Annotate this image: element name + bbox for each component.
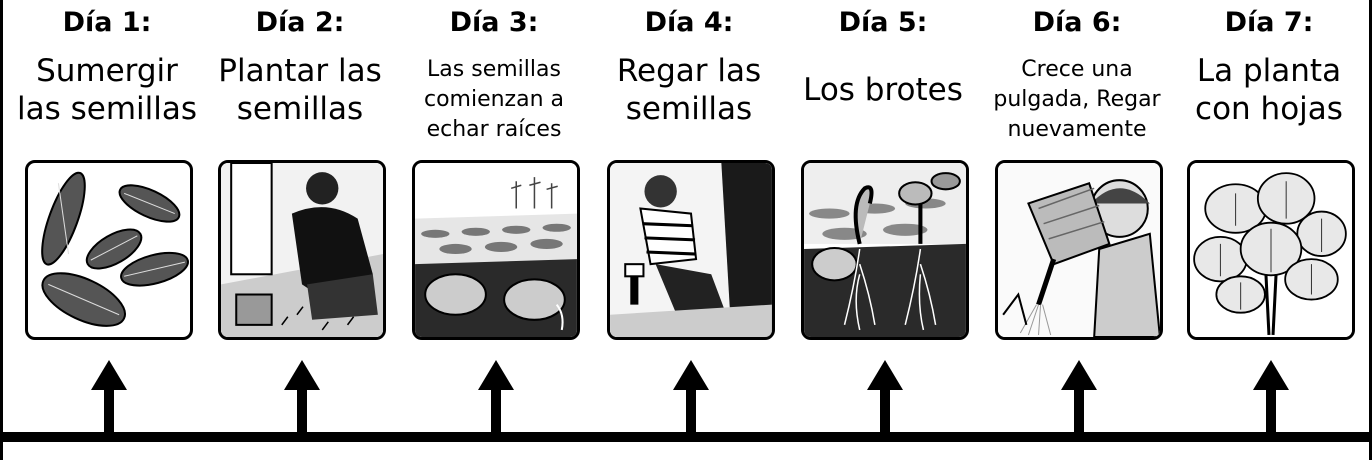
step-label: Sumergir las semillas [16,53,198,127]
up-arrow-icon [284,360,320,438]
up-arrow-icon [1253,360,1289,438]
step-label: Crece una pulgada, Regar nuevamente [993,57,1161,142]
day-heading: Día 1: [62,7,152,38]
rooting-seeds-illustration [412,160,580,340]
day-heading: Día 3: [449,7,539,38]
watering-seeds-illustration [607,160,775,340]
timeline-bar [3,432,1369,442]
day-heading: Día 7: [1224,7,1314,38]
sprouts-illustration [801,160,969,340]
up-arrow-icon [867,360,903,438]
watering-can-illustration [995,160,1163,340]
step-label: Plantar las semillas [218,53,382,127]
day-heading: Día 5: [838,7,928,38]
day-heading: Día 6: [1032,7,1122,38]
up-arrow-icon [673,360,709,438]
up-arrow-icon [91,360,127,438]
planting-illustration [218,160,386,340]
step-label: Las semillas comienzan a echar raíces [423,57,565,142]
seeds-illustration [25,160,193,340]
up-arrow-icon [1061,360,1097,438]
leafy-plant-illustration [1187,160,1355,340]
step-label: La planta con hojas [1195,53,1343,127]
up-arrow-icon [478,360,514,438]
day-heading: Día 2: [255,7,345,38]
step-label: Los brotes [803,72,963,108]
day-heading: Día 4: [644,7,734,38]
step-label: Regar las semillas [616,53,762,127]
